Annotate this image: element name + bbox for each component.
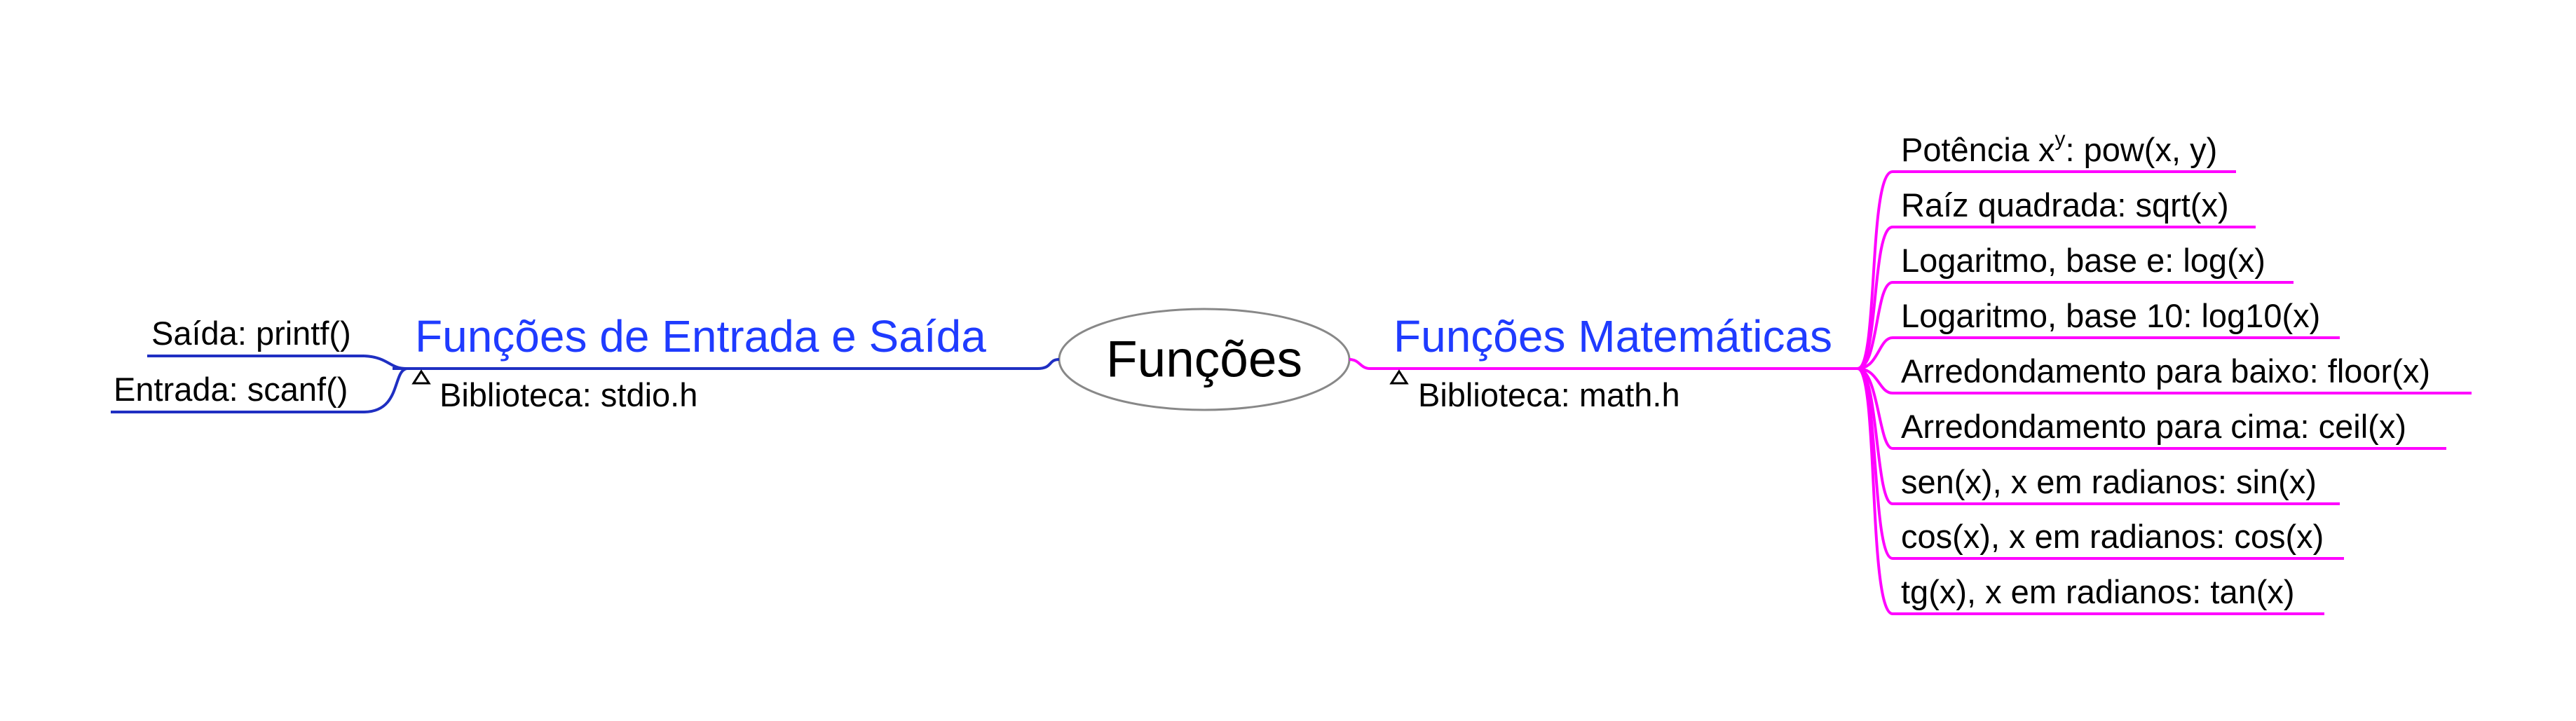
right-leaf-tan[interactable]: tg(x), x em radianos: tan(x) [1901, 573, 2295, 610]
left-connector-center [1037, 358, 1060, 370]
left-note-triangle-icon[interactable] [411, 369, 431, 385]
central-topic-label[interactable]: Funções [1106, 331, 1302, 388]
right-note-triangle-icon[interactable] [1389, 369, 1409, 385]
right-leaf-power-function: : pow(x, y) [2065, 131, 2218, 168]
left-leaf-input[interactable]: Entrada: scanf() [114, 371, 348, 408]
right-branch-connectors [1349, 170, 2472, 615]
right-leaf-floor[interactable]: Arredondamento para baixo: floor(x) [1901, 352, 2431, 390]
right-leaf-power[interactable]: Potência xy: pow(x, y) [1901, 129, 2218, 168]
right-leaf-power-base: Potência x [1901, 131, 2055, 168]
left-connector-leaf-2 [364, 367, 407, 413]
right-branch-note: Biblioteca: math.h [1418, 376, 1680, 413]
left-leaf-output[interactable]: Saída: printf() [151, 315, 351, 352]
right-connector-leaf-9 [1857, 367, 1893, 615]
right-leaf-power-exponent: y [2054, 128, 2066, 151]
right-leaf-sqrt[interactable]: Raíz quadrada: sqrt(x) [1901, 186, 2229, 224]
left-connector-leaf-1 [364, 355, 407, 370]
right-leaf-sin[interactable]: sen(x), x em radianos: sin(x) [1901, 463, 2317, 500]
right-connector-leaf-7 [1857, 367, 1893, 505]
left-branch-title[interactable]: Funções de Entrada e Saída [415, 311, 986, 362]
right-leaf-ceil[interactable]: Arredondamento para cima: ceil(x) [1901, 408, 2406, 445]
right-connector-leaf-4 [1857, 336, 1893, 370]
right-leaf-log[interactable]: Logaritmo, base e: log(x) [1901, 242, 2265, 279]
right-branch-title[interactable]: Funções Matemáticas [1393, 311, 1833, 362]
right-connector-center [1349, 358, 1371, 370]
right-leaf-log10[interactable]: Logaritmo, base 10: log10(x) [1901, 297, 2321, 334]
left-branch-note: Biblioteca: stdio.h [439, 376, 698, 413]
left-branch-connectors [111, 355, 1060, 413]
right-connector-leaf-2 [1857, 226, 1893, 370]
right-leaf-cos[interactable]: cos(x), x em radianos: cos(x) [1901, 518, 2324, 555]
right-connector-leaf-3 [1857, 281, 1893, 370]
